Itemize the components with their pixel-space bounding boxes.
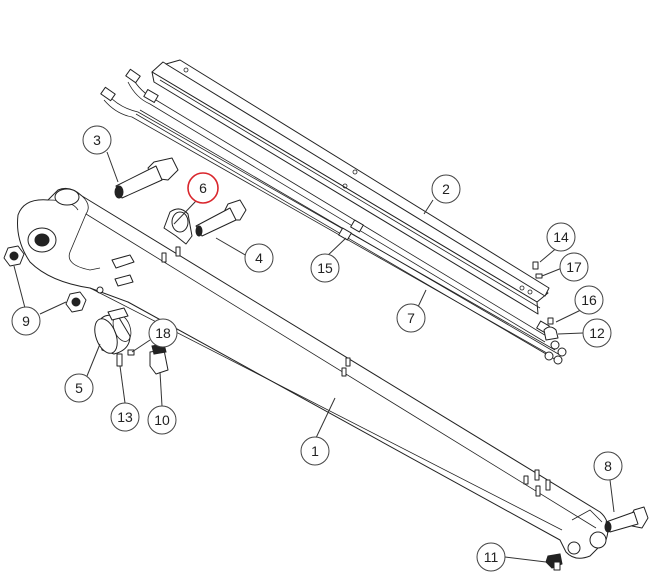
- callout-label: 12: [589, 325, 605, 341]
- screw-18: [127, 349, 135, 356]
- callout-label: 3: [93, 132, 101, 148]
- callout-label: 2: [442, 181, 450, 197]
- callout-label: 6: [199, 180, 207, 196]
- callout-label: 13: [117, 409, 133, 425]
- screw-14-17: [532, 261, 543, 279]
- callout-label: 8: [604, 458, 612, 474]
- callout-2: 2: [431, 174, 461, 204]
- callout-label: 1: [311, 443, 319, 459]
- main-boom: [17, 188, 609, 559]
- nut-9: [3, 245, 87, 313]
- callout-10: 10: [147, 405, 177, 435]
- screw-11: [545, 553, 563, 571]
- callout-label: 7: [407, 310, 415, 326]
- callout-4: 4: [244, 243, 274, 273]
- callout-14: 14: [546, 222, 576, 252]
- callout-1: 1: [300, 436, 330, 466]
- callout-label: 16: [581, 292, 597, 308]
- clamp-12-16: [543, 317, 559, 341]
- bolt-8: [604, 506, 649, 533]
- callout-11: 11: [476, 542, 506, 572]
- callout-15: 15: [310, 253, 340, 283]
- callout-6: 6: [187, 172, 219, 204]
- callout-17: 17: [559, 252, 589, 282]
- callout-label: 10: [154, 412, 170, 428]
- callout-8: 8: [593, 451, 623, 481]
- bracket-6: [163, 208, 193, 245]
- screw-13: [116, 353, 123, 367]
- bolt-3: [114, 157, 179, 199]
- callout-18: 18: [148, 318, 178, 348]
- rail-assembly: [151, 59, 550, 315]
- callout-5: 5: [64, 373, 94, 403]
- callout-7: 7: [396, 303, 426, 333]
- leader-lines: [13, 151, 615, 563]
- bolt-4: [195, 199, 247, 237]
- sensor-10: [149, 343, 169, 375]
- roller-5: [94, 307, 132, 355]
- callout-16: 16: [574, 285, 604, 315]
- hydraulic-hoses: [100, 68, 567, 365]
- callout-9: 9: [11, 306, 41, 336]
- callout-13: 13: [110, 402, 140, 432]
- callout-3: 3: [82, 125, 112, 155]
- callout-label: 9: [22, 313, 30, 329]
- callout-label: 5: [75, 380, 83, 396]
- callout-label: 4: [255, 250, 263, 266]
- callout-12: 12: [582, 318, 612, 348]
- callout-label: 11: [484, 549, 499, 565]
- callout-label: 17: [566, 259, 582, 275]
- callout-label: 14: [553, 229, 569, 245]
- callout-label: 18: [155, 325, 171, 341]
- callout-label: 15: [317, 260, 333, 276]
